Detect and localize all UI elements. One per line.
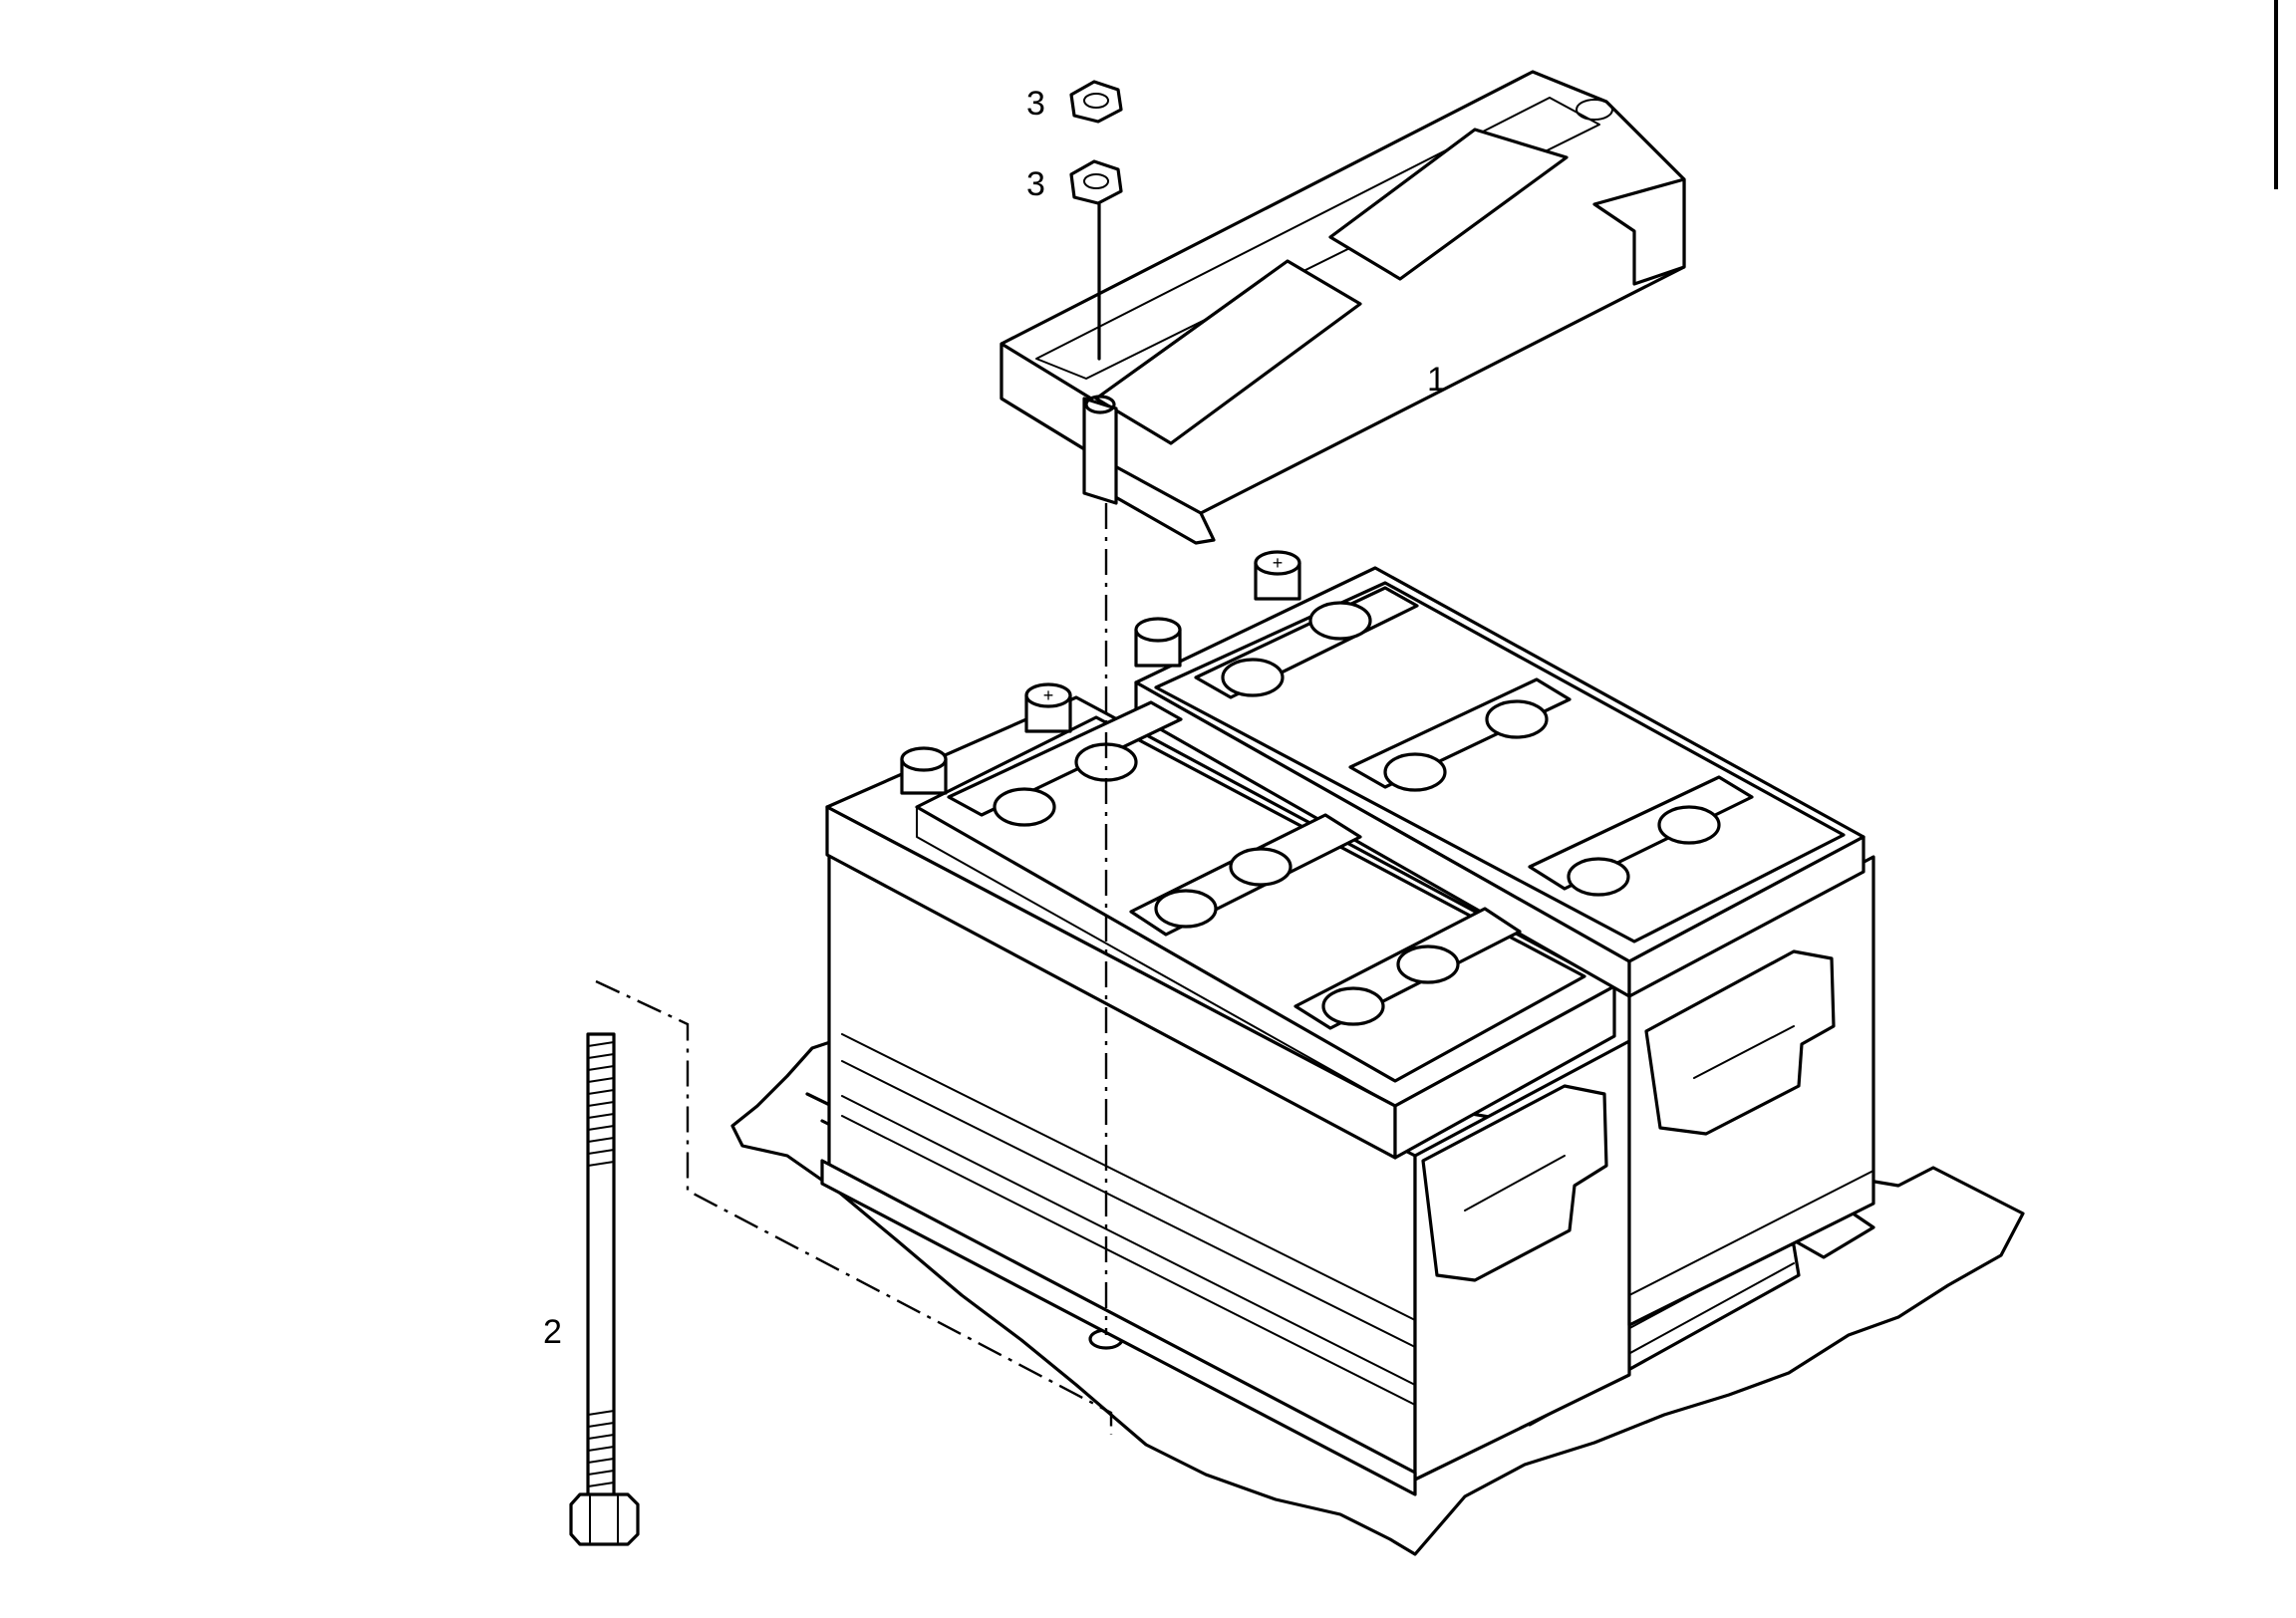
svg-text:+: + — [1043, 685, 1054, 705]
assembly-center-lines — [595, 503, 1113, 1435]
battery: + + — [820, 550, 1875, 1496]
long-bolt — [569, 1032, 640, 1546]
callout-long-bolt: 2 — [543, 1313, 562, 1351]
callout-battery-clamp: 1 — [1427, 361, 1446, 399]
vent-caps-left — [947, 700, 1522, 1030]
terminal-posts: + + — [900, 550, 1301, 795]
callout-nut-upper: 3 — [1026, 85, 1045, 123]
battery-hold-down-clamp — [1000, 70, 1686, 545]
svg-text:+: + — [1273, 553, 1284, 573]
nut-upper — [1069, 80, 1123, 124]
vent-caps-right — [1194, 586, 1754, 897]
nut-lower — [1069, 159, 1123, 205]
callout-nut-lower: 3 — [1026, 165, 1045, 203]
